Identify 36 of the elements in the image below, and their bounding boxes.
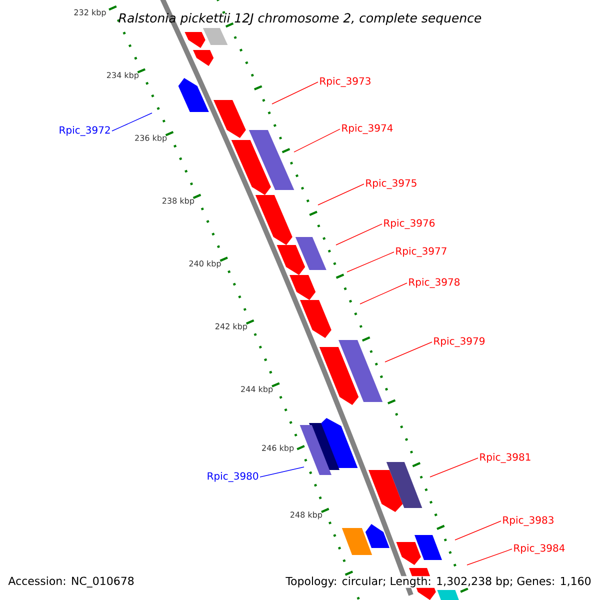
leader-line <box>260 466 304 478</box>
tick-label: 244 kbp <box>241 386 273 394</box>
tick-label: 242 kbp <box>215 323 248 331</box>
summary-text: Topology: circular; Length: 1,302,238 bp; Genes: 1,160 <box>285 576 592 588</box>
tick-label: 238 kbp <box>162 198 194 206</box>
title: Ralstonia pickettii 12J chromosome 2, complete sequence <box>118 12 482 26</box>
leader-line <box>454 520 502 540</box>
gene-label: Rpic_3980 <box>208 472 258 482</box>
leader-line <box>384 342 432 362</box>
gene-label: Rpic_3973 <box>320 77 370 87</box>
gene-label: Rpic_3978 <box>409 278 460 288</box>
tick-label: 234 kbp <box>106 72 139 80</box>
gene-label: Rpic_3984 <box>514 544 565 554</box>
tick-label: 240 kbp <box>189 260 221 268</box>
gene-label: Rpic_3974 <box>342 124 393 134</box>
tick-label: 232 kbp <box>74 9 106 17</box>
tick-label: 236 kbp <box>135 134 167 142</box>
gene-label: Rpic_3976 <box>384 219 435 229</box>
leader-line <box>336 224 382 246</box>
leader-line <box>430 458 478 478</box>
tick-label: 246 kbp <box>262 444 294 452</box>
tick-label: 248 kbp <box>290 512 322 520</box>
gene-label: Rpic_3981 <box>480 453 530 463</box>
leader-line <box>294 128 340 152</box>
leader-line <box>466 548 512 566</box>
gene-label: Rpic_3979 <box>434 337 485 347</box>
leader-line <box>112 112 152 132</box>
gene-label: Rpic_3983 <box>503 516 554 526</box>
accession-text: Accession: NC_010678 <box>8 576 134 588</box>
leader-line <box>272 82 318 104</box>
leader-line <box>346 252 394 272</box>
gene-label: Rpic_3972 <box>60 126 110 136</box>
leader-line <box>360 282 408 304</box>
gene-label: Rpic_3975 <box>366 179 416 189</box>
leader-line <box>318 184 364 206</box>
gene-label: Rpic_3977 <box>396 247 446 257</box>
